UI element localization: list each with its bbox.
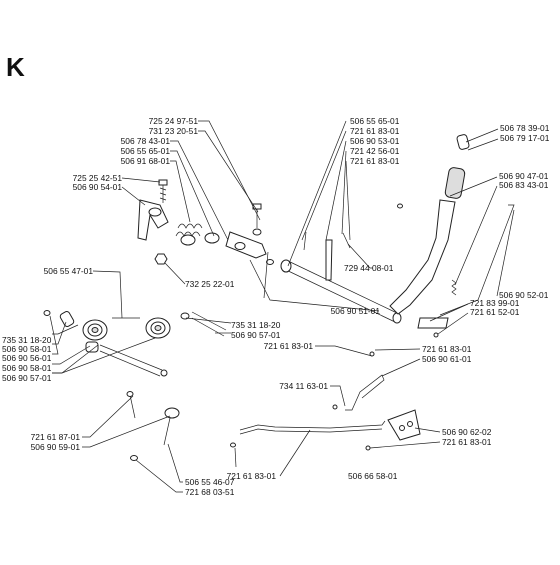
bushing-part — [204, 232, 220, 244]
part-label: 506 78 43-01 — [121, 136, 171, 146]
part-label: 506 55 46-07 — [185, 477, 235, 487]
part-label: 721 61 83-01 — [227, 471, 277, 481]
part-label: 506 90 47-01 — [499, 171, 549, 181]
part-label: 506 78 39-01 — [500, 123, 550, 133]
part-label: 725 25 42-51 — [73, 173, 123, 183]
pulley-left-part — [82, 319, 108, 341]
handle-lever-part — [389, 134, 470, 315]
part-label: 721 61 83-01 — [442, 437, 492, 447]
part-label: 721 68 03-51 — [185, 487, 235, 497]
part-label: 731 23 20-51 — [149, 126, 199, 136]
part-labels: 725 24 97-51 731 23 20-51 506 78 43-01 5… — [2, 116, 550, 497]
linkage-rod-part — [230, 332, 439, 451]
part-label: 506 55 65-01 — [121, 146, 171, 156]
spacers-part — [43, 310, 227, 377]
handle-spring-part — [451, 279, 457, 296]
leader-lines — [49, 120, 515, 493]
part-label: 506 66 58-01 — [348, 471, 398, 481]
part-label: 735 31 18-20 — [2, 335, 52, 345]
lower-hardware-part — [126, 391, 180, 461]
part-label: 721 61 52-01 — [470, 307, 520, 317]
part-label: 506 90 51-01 — [331, 306, 381, 316]
middle-bolts-part — [303, 203, 403, 281]
part-label: 721 42 56-01 — [350, 146, 400, 156]
part-label: 506 90 54-01 — [73, 182, 123, 192]
part-label: 506 90 59-01 — [31, 442, 81, 452]
rod-right-part — [439, 204, 515, 316]
part-label: 506 55 65-01 — [350, 116, 400, 126]
part-label: 506 90 53-01 — [350, 136, 400, 146]
part-label: 732 25 22-01 — [185, 279, 235, 289]
part-label: 729 44 08-01 — [344, 263, 394, 273]
bracket-part — [137, 199, 169, 241]
section-letter: K — [6, 52, 25, 82]
part-label: 506 83 43-01 — [499, 180, 549, 190]
shaft-part — [280, 259, 402, 324]
part-label: 721 61 87-01 — [31, 432, 81, 442]
part-label: 506 90 57-01 — [2, 373, 52, 383]
part-drawings — [43, 134, 515, 461]
part-label: 506 90 58-01 — [2, 363, 52, 373]
part-label: 506 79 17-01 — [500, 133, 550, 143]
part-label: 721 61 83-01 — [350, 126, 400, 136]
part-label: 506 90 62-02 — [442, 427, 492, 437]
part-label: 506 90 56-01 — [2, 353, 52, 363]
part-label: 506 90 57-01 — [231, 330, 281, 340]
part-label: 506 90 61-01 — [422, 354, 472, 364]
part-label: 721 61 83-01 — [264, 341, 314, 351]
bolt-part — [158, 179, 168, 203]
part-label: 735 31 18-20 — [231, 320, 281, 330]
part-label: 721 83 99-01 — [470, 298, 520, 308]
nut-part — [154, 253, 168, 265]
part-label: 725 24 97-51 — [149, 116, 199, 126]
part-label: 721 61 83-01 — [422, 344, 472, 354]
part-label: 506 90 58-01 — [2, 344, 52, 354]
lever-part — [225, 231, 267, 259]
pulley-right-part — [145, 317, 171, 339]
part-label: 506 90 52-01 — [499, 290, 549, 300]
part-label: 721 61 83-01 — [350, 156, 400, 166]
spring-part — [175, 223, 203, 246]
part-label: 506 55 47-01 — [44, 266, 94, 276]
part-label: 506 91 68-01 — [121, 156, 171, 166]
small-nut-part — [266, 259, 274, 265]
part-label: 734 11 63-01 — [279, 381, 328, 391]
